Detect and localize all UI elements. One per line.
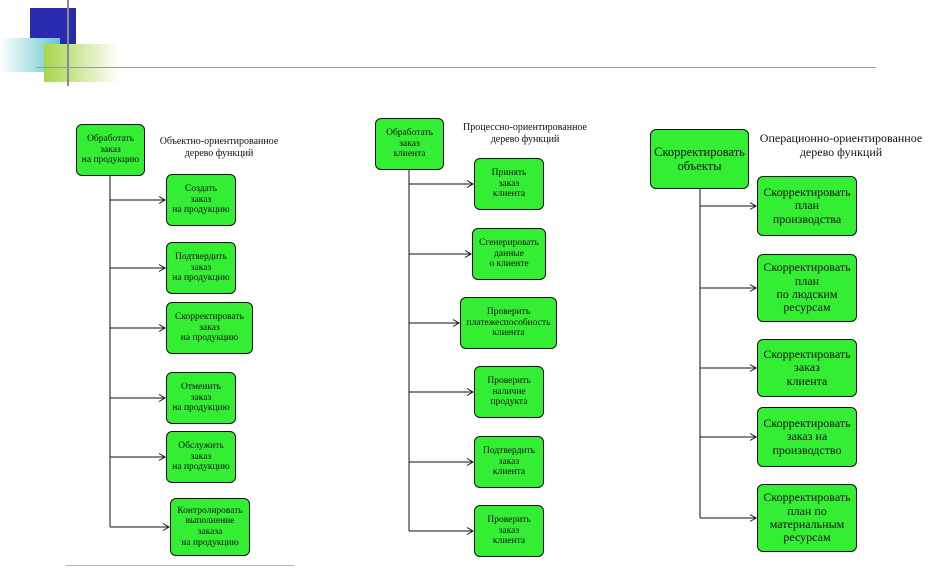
- tree-root-process: Обработать заказ клиента: [375, 118, 444, 170]
- tree-node-object-3: Скорректировать заказ на продукцию: [166, 302, 253, 354]
- corner-vertical-rule: [67, 0, 69, 86]
- corner-decoration-green: [44, 44, 120, 82]
- tree-node-process-3: Проверить платежеспособность клиента: [460, 297, 557, 349]
- tree-node-object-1: Создать заказ на продукцию: [166, 174, 236, 226]
- tree-node-process-4: Проверить наличие продукта: [474, 366, 544, 418]
- tree-node-object-5: Обслужить заказ на продукцию: [166, 431, 236, 483]
- arrow-operation-4: [749, 433, 757, 441]
- arrow-process-6: [466, 527, 474, 535]
- header-rule: [36, 67, 876, 68]
- tree-node-operation-2: Скорректировать план по людским ресурсам: [757, 254, 857, 322]
- tree-node-operation-5: Скорректировать план по материальным рес…: [757, 484, 857, 552]
- tree-node-operation-1: Скорректировать план производства: [757, 176, 857, 236]
- tree-node-object-6: Контролировать выполнение заказа на прод…: [170, 498, 250, 556]
- arrow-object-3: [158, 324, 166, 332]
- arrow-operation-2: [749, 284, 757, 292]
- arrow-object-1: [158, 196, 166, 204]
- arrow-process-2: [464, 250, 472, 258]
- arrow-operation-3: [749, 364, 757, 372]
- arrow-process-5: [466, 458, 474, 466]
- tree-title-object: Объектно-ориентированное дерево функций: [159, 136, 279, 159]
- arrow-operation-5: [749, 514, 757, 522]
- arrow-operation-1: [749, 202, 757, 210]
- tree-node-object-2: Подтвердить заказ на продукцию: [166, 242, 236, 294]
- arrow-process-4: [466, 388, 474, 396]
- arrow-object-5: [158, 453, 166, 461]
- tree-root-object: Обработать заказ на продукцию: [76, 124, 145, 176]
- arrow-object-4: [158, 394, 166, 402]
- tree-node-process-1: Принять заказ клиента: [474, 158, 544, 210]
- footer-rule: [66, 565, 294, 566]
- tree-root-operation: Скорректировать объекты: [650, 129, 749, 189]
- arrow-process-1: [466, 180, 474, 188]
- tree-node-process-5: Подтвердить заказ клиента: [474, 436, 544, 488]
- arrow-object-6: [162, 523, 170, 531]
- arrow-process-3: [452, 319, 460, 327]
- arrow-object-2: [158, 264, 166, 272]
- tree-node-process-6: Проверить заказ клиента: [474, 505, 544, 557]
- tree-node-operation-4: Скорректировать заказ на производство: [757, 407, 857, 467]
- tree-node-process-2: Сгенерировать данные о клиенте: [472, 228, 546, 280]
- tree-title-operation: Операционно-ориентированное дерево функц…: [759, 131, 923, 160]
- tree-node-operation-3: Скорректировать заказ клиента: [757, 339, 857, 397]
- tree-node-object-4: Отменить заказ на продукцию: [166, 372, 236, 424]
- tree-title-process: Процессно-ориентированное дерево функций: [463, 122, 587, 145]
